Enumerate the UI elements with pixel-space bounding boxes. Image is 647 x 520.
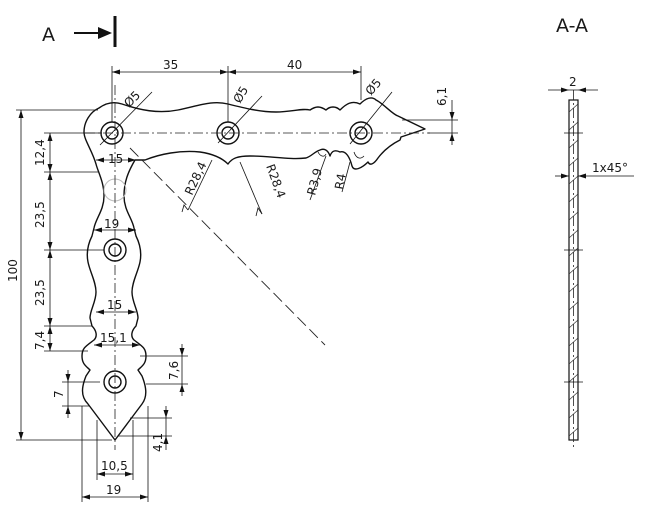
dim-thickness: 2 <box>569 75 577 89</box>
dim-diameters: Ø5 Ø5 Ø5 <box>99 76 393 146</box>
dim-4-1: 4,1 <box>118 406 172 452</box>
dim-r4: R4 <box>332 172 349 190</box>
dim-radii: R28,4 R28,4 R3,9 R4 <box>181 155 351 217</box>
dim-top: 35 40 <box>111 58 362 122</box>
section-title: A-A <box>556 15 588 37</box>
dim-7-6-label: 7,6 <box>167 361 181 380</box>
dim-d5-right: Ø5 <box>363 76 385 98</box>
dim-overall-height: 100 <box>6 109 112 441</box>
dim-7-label: 7 <box>52 390 66 398</box>
dim-r3-9: R3,9 <box>304 167 325 197</box>
dim-35: 35 <box>163 58 178 72</box>
dim-7-6: 7,6 <box>140 344 188 396</box>
dim-10-5: 10,5 <box>101 459 128 473</box>
dim-15-1: 15,1 <box>100 331 127 345</box>
dim-15-lower: 15 <box>107 298 122 312</box>
dim-23-5-a: 23,5 <box>33 201 47 228</box>
dim-40: 40 <box>287 58 302 72</box>
view-arrow-label: A <box>42 24 55 46</box>
dim-chamfer: 1x45° <box>592 161 628 175</box>
dim-100: 100 <box>6 259 20 282</box>
section-view: 2 1x45° <box>548 75 634 450</box>
dim-12-4: 12,4 <box>33 139 47 166</box>
dim-r28-4-a: R28,4 <box>182 160 210 198</box>
dim-23-5-b: 23,5 <box>33 279 47 306</box>
dim-d5-left: Ø5 <box>121 88 143 110</box>
dim-6-1: 6,1 <box>435 87 449 106</box>
dim-bottom-widths: 10,5 19 <box>81 406 149 502</box>
dim-7-4: 7,4 <box>33 331 47 350</box>
view-arrow-a: A <box>42 16 117 47</box>
dim-4-1-label: 4,1 <box>151 433 165 452</box>
dim-7: 7 <box>52 370 100 418</box>
dim-19-bottom: 19 <box>106 483 121 497</box>
dim-left-chain: 12,4 23,5 23,5 7,4 <box>33 132 104 352</box>
center-lines <box>85 85 430 450</box>
dim-15-top: 15 <box>108 152 123 166</box>
dim-widths: 15 19 15 15,1 <box>94 152 140 348</box>
dim-19-mid: 19 <box>104 217 119 231</box>
bracket-outline <box>81 97 426 441</box>
dim-r28-4-b: R28,4 <box>263 162 288 200</box>
dim-tip-height: 6,1 <box>402 87 458 145</box>
dim-d5-mid: Ø5 <box>230 84 251 106</box>
